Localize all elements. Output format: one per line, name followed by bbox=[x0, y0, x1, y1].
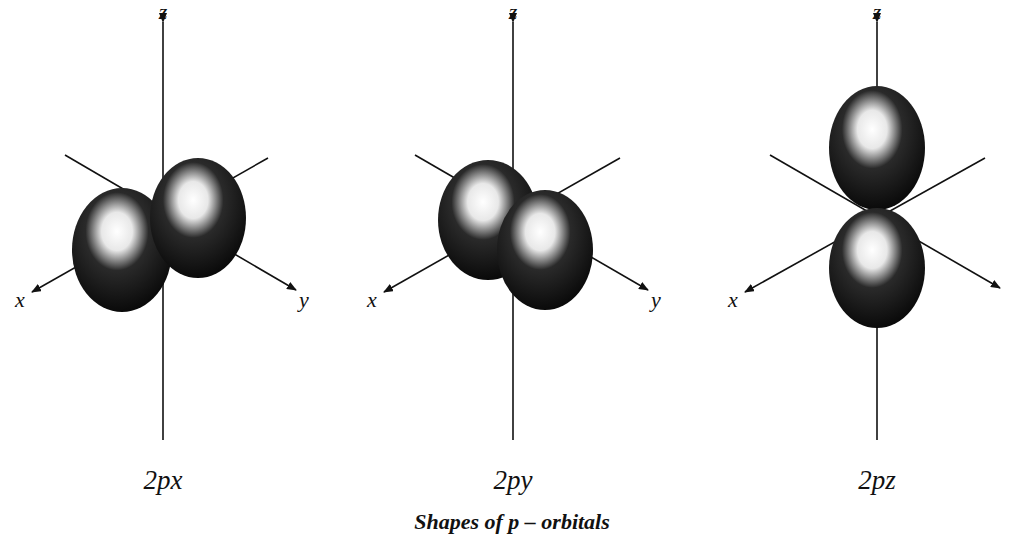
axis-label: x bbox=[367, 289, 377, 311]
orbital-lobe bbox=[497, 190, 593, 310]
axes-px bbox=[32, 22, 296, 440]
orbital-lobe bbox=[829, 86, 925, 210]
axis-label: y bbox=[651, 289, 661, 311]
axis-label: z bbox=[159, 1, 168, 23]
orbital-lobe bbox=[150, 158, 246, 278]
figure-caption: Shapes of p – orbitals bbox=[414, 511, 610, 533]
orbital-name: 2py bbox=[494, 467, 533, 494]
axis-label: z bbox=[509, 1, 518, 23]
axis-label: x bbox=[15, 289, 25, 311]
orbital-name: 2pz bbox=[858, 467, 896, 494]
orbital-name: 2px bbox=[144, 467, 183, 494]
orbital-lobe bbox=[829, 208, 925, 328]
axes-py bbox=[384, 22, 648, 440]
axis-label: y bbox=[299, 289, 309, 311]
axes-pz bbox=[745, 22, 1000, 440]
axis-label: z bbox=[873, 1, 882, 23]
axis-label: x bbox=[728, 289, 738, 311]
